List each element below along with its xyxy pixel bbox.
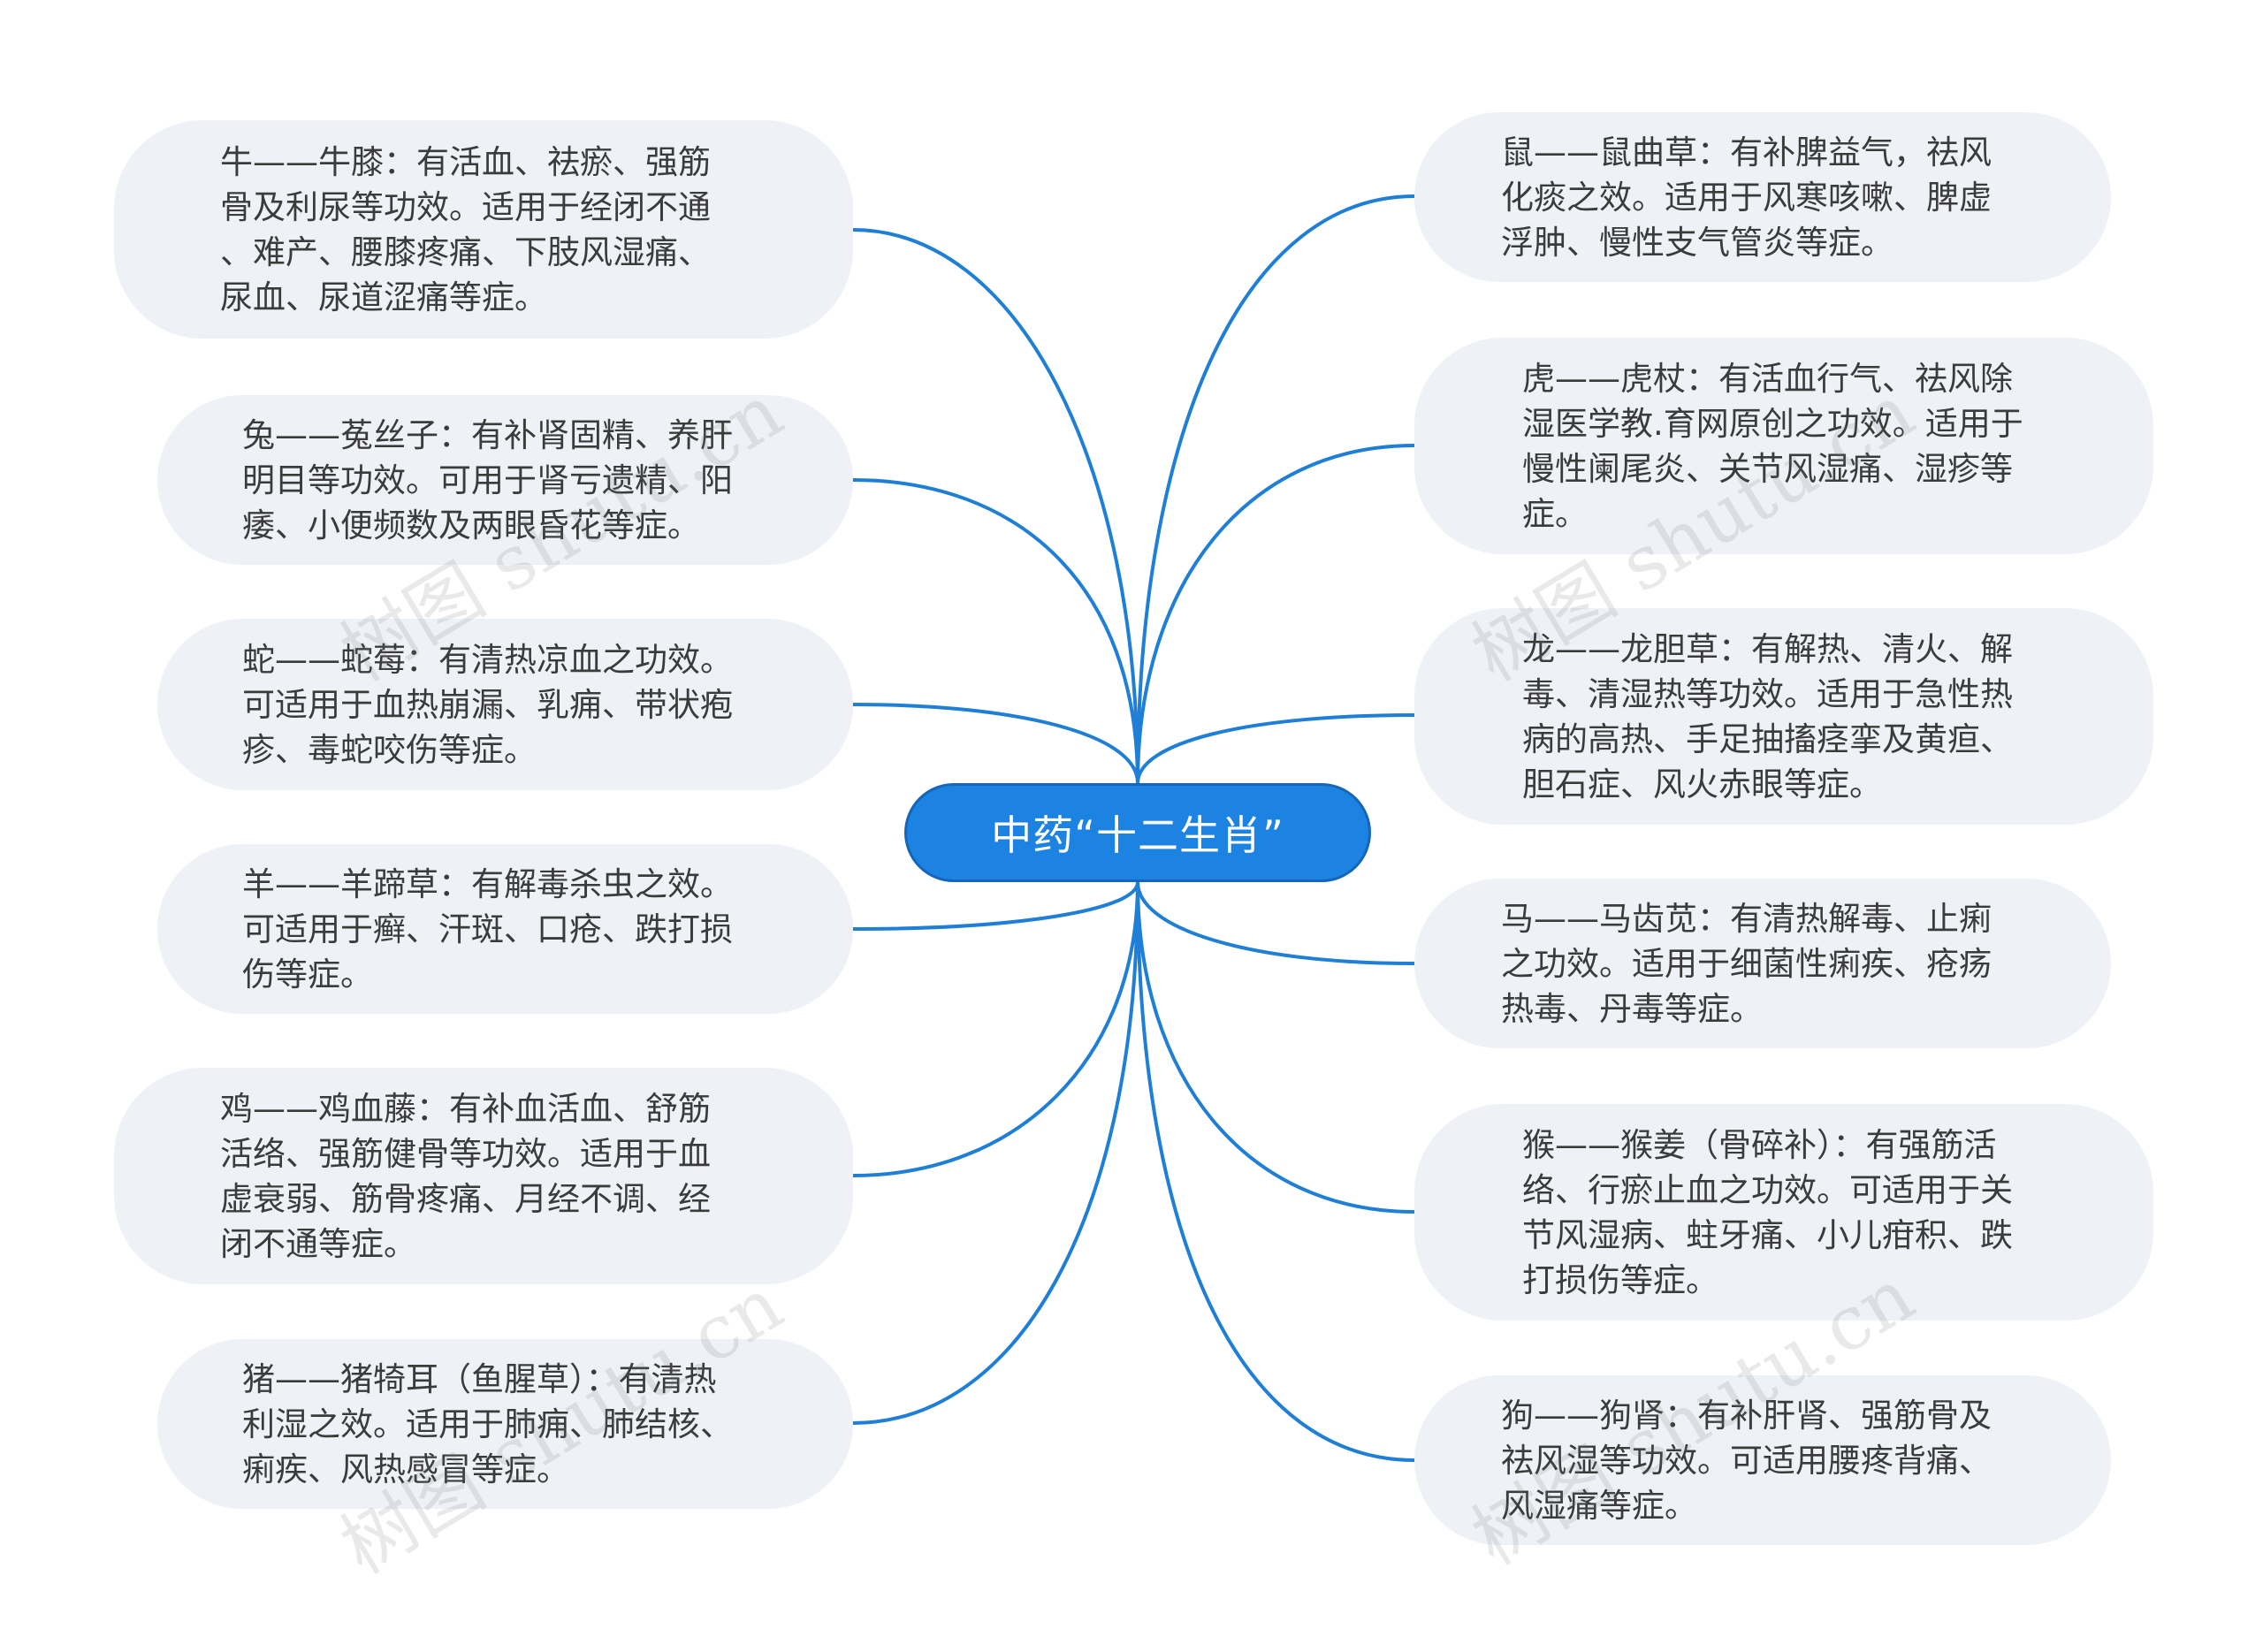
node-dog[interactable]: 狗——狗肾：有补肝肾、强筋骨及 祛风湿等功效。可适用腰疼背痛、 风湿痛等症。 [1414,1375,2111,1545]
node-tiger-text: 虎——虎杖：有活血行气、祛风除 湿医学教.育网原创之功效。适用于 慢性阑尾炎、关… [1522,359,2023,533]
node-horse-text: 马——马齿苋：有清热解毒、止痢 之功效。适用于细菌性痢疾、疮疡 热毒、丹毒等症。 [1501,899,1992,1028]
link-monkey [1136,880,1416,1214]
link-snake [851,703,1139,785]
link-rooster [851,880,1139,1177]
node-rabbit[interactable]: 兔——菟丝子：有补肾固精、养肝 明目等功效。可用于肾亏遗精、阳 痿、小便频数及两… [157,395,853,565]
link-ox [851,228,1139,785]
link-goat [851,880,1139,931]
node-monkey[interactable]: 猴——猴姜（骨碎补）：有强筋活 络、行瘀止血之功效。可适用于关 节风湿病、蛀牙痛… [1414,1104,2153,1321]
node-rooster[interactable]: 鸡——鸡血藤：有补血活血、舒筋 活络、强筋健骨等功效。适用于血 虚衰弱、筋骨疼痛… [114,1068,853,1284]
central-topic-label: 中药“十二生肖” [991,811,1284,859]
link-dog [1136,880,1416,1462]
central-topic[interactable]: 中药“十二生肖” [904,783,1371,882]
node-snake-text: 蛇——蛇莓：有清热凉血之功效。 可适用于血热崩漏、乳痈、带状疱 疹、毒蛇咬伤等症… [242,640,733,769]
node-dragon-text: 龙——龙胆草：有解热、清火、解 毒、清湿热等功效。适用于急性热 病的高热、手足抽… [1522,629,2013,803]
node-rooster-text: 鸡——鸡血藤：有补血活血、舒筋 活络、强筋健骨等功效。适用于血 虚衰弱、筋骨疼痛… [220,1089,711,1263]
link-tiger [1136,444,1416,785]
link-pig [851,880,1139,1425]
node-horse[interactable]: 马——马齿苋：有清热解毒、止痢 之功效。适用于细菌性痢疾、疮疡 热毒、丹毒等症。 [1414,879,2111,1048]
node-rat[interactable]: 鼠——鼠曲草：有补脾益气，祛风 化痰之效。适用于风寒咳嗽、脾虚 浮肿、慢性支气管… [1414,112,2111,282]
node-dog-text: 狗——狗肾：有补肝肾、强筋骨及 祛风湿等功效。可适用腰疼背痛、 风湿痛等症。 [1501,1396,1992,1525]
node-tiger[interactable]: 虎——虎杖：有活血行气、祛风除 湿医学教.育网原创之功效。适用于 慢性阑尾炎、关… [1414,338,2153,554]
node-pig-text: 猪——猪犄耳（鱼腥草）：有清热 利湿之效。适用于肺痈、肺结核、 痢疾、风热感冒等… [242,1359,733,1488]
link-rat [1136,194,1416,785]
node-goat[interactable]: 羊——羊蹄草：有解毒杀虫之效。 可适用于癣、汗斑、口疮、跌打损 伤等症。 [157,844,853,1014]
node-snake[interactable]: 蛇——蛇莓：有清热凉血之功效。 可适用于血热崩漏、乳痈、带状疱 疹、毒蛇咬伤等症… [157,619,853,790]
node-rabbit-text: 兔——菟丝子：有补肾固精、养肝 明目等功效。可用于肾亏遗精、阳 痿、小便频数及两… [242,415,733,544]
link-dragon [1136,713,1416,785]
node-pig[interactable]: 猪——猪犄耳（鱼腥草）：有清热 利湿之效。适用于肺痈、肺结核、 痢疾、风热感冒等… [157,1339,853,1509]
node-ox-text: 牛——牛膝：有活血、祛瘀、强筋 骨及利尿等功效。适用于经闭不通 、难产、腰膝疼痛… [220,142,711,316]
link-rabbit [851,478,1139,785]
node-goat-text: 羊——羊蹄草：有解毒杀虫之效。 可适用于癣、汗斑、口疮、跌打损 伤等症。 [242,864,733,993]
node-ox[interactable]: 牛——牛膝：有活血、祛瘀、强筋 骨及利尿等功效。适用于经闭不通 、难产、腰膝疼痛… [114,120,853,339]
node-rat-text: 鼠——鼠曲草：有补脾益气，祛风 化痰之效。适用于风寒咳嗽、脾虚 浮肿、慢性支气管… [1501,133,1992,262]
node-dragon[interactable]: 龙——龙胆草：有解热、清火、解 毒、清湿热等功效。适用于急性热 病的高热、手足抽… [1414,608,2153,825]
link-horse [1136,880,1416,965]
node-monkey-text: 猴——猴姜（骨碎补）：有强筋活 络、行瘀止血之功效。可适用于关 节风湿病、蛀牙痛… [1522,1125,2013,1299]
